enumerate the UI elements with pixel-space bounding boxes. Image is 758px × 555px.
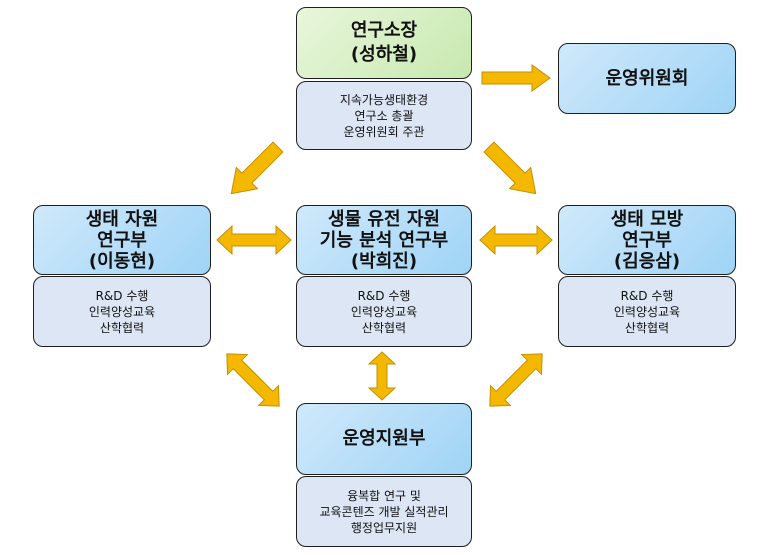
support-desc-line-3: 행정업무지원 xyxy=(350,520,418,535)
eco-resource-title-line-2: 연구부 xyxy=(97,229,147,251)
support-desc-line-1: 융복합 연구 및 xyxy=(347,488,421,503)
bio-genetic-desc-line-2: 인력양성교육 xyxy=(350,304,418,319)
director-desc-line-1: 지속가능생태환경 xyxy=(339,92,429,107)
eco-resource-desc-line-1: R&D 수행 xyxy=(95,288,149,303)
committee-box: 운영위원회 xyxy=(558,43,736,114)
eco-simulation-head-box: 생태 모방 연구부 (김응삼) xyxy=(558,205,736,275)
support-desc-box: 융복합 연구 및 교육콘텐즈 개발 실적관리 행정업무지원 xyxy=(296,476,472,547)
bio-genetic-title-line-3: (박희진) xyxy=(350,250,418,272)
committee-title: 운영위원회 xyxy=(605,67,689,89)
eco-resource-title-line-1: 생태 자원 xyxy=(85,208,159,230)
arrow-eco-resource-support xyxy=(226,353,280,407)
eco-simulation-title-line-3: (김응삼) xyxy=(613,250,681,272)
eco-simulation-desc-line-2: 인력양성교육 xyxy=(613,304,681,319)
eco-resource-desc-line-3: 산학협력 xyxy=(99,320,145,335)
support-head-box: 운영지원부 xyxy=(296,403,472,475)
arrow-director-to-eco-simulation xyxy=(483,141,537,195)
eco-resource-desc-box: R&D 수행 인력양성교육 산학협력 xyxy=(33,276,211,347)
director-head-box: 연구소장 (성하철) xyxy=(296,7,472,79)
arrow-bio-genetic-eco-simulation xyxy=(479,224,553,256)
bio-genetic-desc-line-1: R&D 수행 xyxy=(357,288,411,303)
bio-genetic-desc-box: R&D 수행 인력양성교육 산학협력 xyxy=(296,276,472,347)
arrow-director-to-eco-resource xyxy=(230,141,284,195)
eco-resource-title-line-3: (이동현) xyxy=(88,250,156,272)
support-title: 운영지원부 xyxy=(342,428,426,449)
bio-genetic-head-box: 생물 유전 자원 기능 분석 연구부 (박희진) xyxy=(296,205,472,275)
director-name: (성하철) xyxy=(350,44,418,65)
arrow-bio-genetic-support xyxy=(367,351,397,401)
bio-genetic-title-line-2: 기능 분석 연구부 xyxy=(319,229,449,251)
eco-simulation-title-line-2: 연구부 xyxy=(622,229,672,251)
director-desc-line-3: 운영위원회 주관 xyxy=(343,124,425,139)
bio-genetic-title-line-1: 생물 유전 자원 xyxy=(328,208,440,230)
arrow-director-to-committee xyxy=(481,64,551,92)
eco-simulation-desc-line-1: R&D 수행 xyxy=(620,288,674,303)
support-desc-line-2: 교육콘텐즈 개발 실적관리 xyxy=(319,504,449,519)
director-title: 연구소장 xyxy=(350,20,418,41)
director-desc-box: 지속가능생태환경 연구소 총괄 운영위원회 주관 xyxy=(296,81,472,150)
eco-simulation-title-line-1: 생태 모방 xyxy=(610,208,684,230)
eco-simulation-desc-line-3: 산학협력 xyxy=(624,320,670,335)
eco-resource-head-box: 생태 자원 연구부 (이동현) xyxy=(33,205,211,275)
bio-genetic-desc-line-3: 산학협력 xyxy=(361,320,407,335)
eco-resource-desc-line-2: 인력양성교육 xyxy=(88,304,156,319)
arrow-eco-resource-bio-genetic xyxy=(216,224,292,256)
eco-simulation-desc-box: R&D 수행 인력양성교육 산학협력 xyxy=(558,276,736,347)
director-desc-line-2: 연구소 총괄 xyxy=(354,108,414,123)
arrow-eco-simulation-support xyxy=(489,353,543,407)
